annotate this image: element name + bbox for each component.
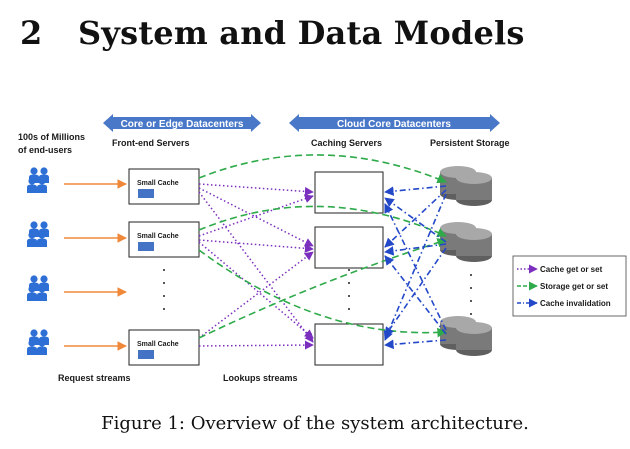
cache-invalidation-arrows (383, 185, 447, 350)
users-icon (27, 275, 49, 301)
frontend-server: Small Cache (128, 329, 200, 366)
caching-server (314, 323, 384, 366)
frontend-server: Small Cache (128, 168, 200, 205)
storage-get-set-arrows (198, 154, 447, 339)
users-label-line1: 100s of Millions (18, 132, 85, 142)
core-banner-label: Cloud Core Datacenters (337, 119, 451, 130)
edge-banner-label: Core or Edge Datacenters (121, 119, 244, 130)
caching-server (314, 171, 384, 214)
frontend-label: Front-end Servers (112, 138, 190, 148)
legend: Cache get or set Storage get or set Cach… (512, 255, 627, 317)
small-cache-label: Small Cache (137, 233, 179, 240)
frontend-server: Small Cache (128, 221, 200, 258)
lookup-streams-label: Lookups streams (223, 373, 298, 383)
caching-label: Caching Servers (311, 138, 382, 148)
database-icon (440, 222, 492, 262)
request-streams-label: Request streams (58, 373, 131, 383)
database-icon (440, 316, 492, 356)
cache-get-set-arrows (198, 183, 314, 350)
section-number: 2 (20, 14, 43, 52)
legend-storage-label: Storage get or set (540, 282, 608, 291)
small-cache-label: Small Cache (137, 180, 179, 187)
storage-label: Persistent Storage (430, 138, 510, 148)
figure-caption: Figure 1: Overview of the system archite… (101, 413, 529, 434)
legend-cache-label: Cache get or set (540, 265, 603, 274)
users-icon (27, 167, 49, 193)
database-icon (440, 166, 492, 206)
users-icon (27, 329, 49, 355)
section-title: System and Data Models (78, 14, 525, 52)
caching-server (314, 226, 384, 269)
section-heading: 2 System and Data Models (20, 14, 525, 52)
edge-banner: Core or Edge Datacenters (103, 114, 261, 132)
users-icon (27, 221, 49, 247)
users-label-line2: of end-users (18, 145, 72, 155)
legend-invalidation-label: Cache invalidation (540, 299, 611, 308)
core-banner: Cloud Core Datacenters (289, 114, 500, 132)
small-cache-label: Small Cache (137, 341, 179, 348)
